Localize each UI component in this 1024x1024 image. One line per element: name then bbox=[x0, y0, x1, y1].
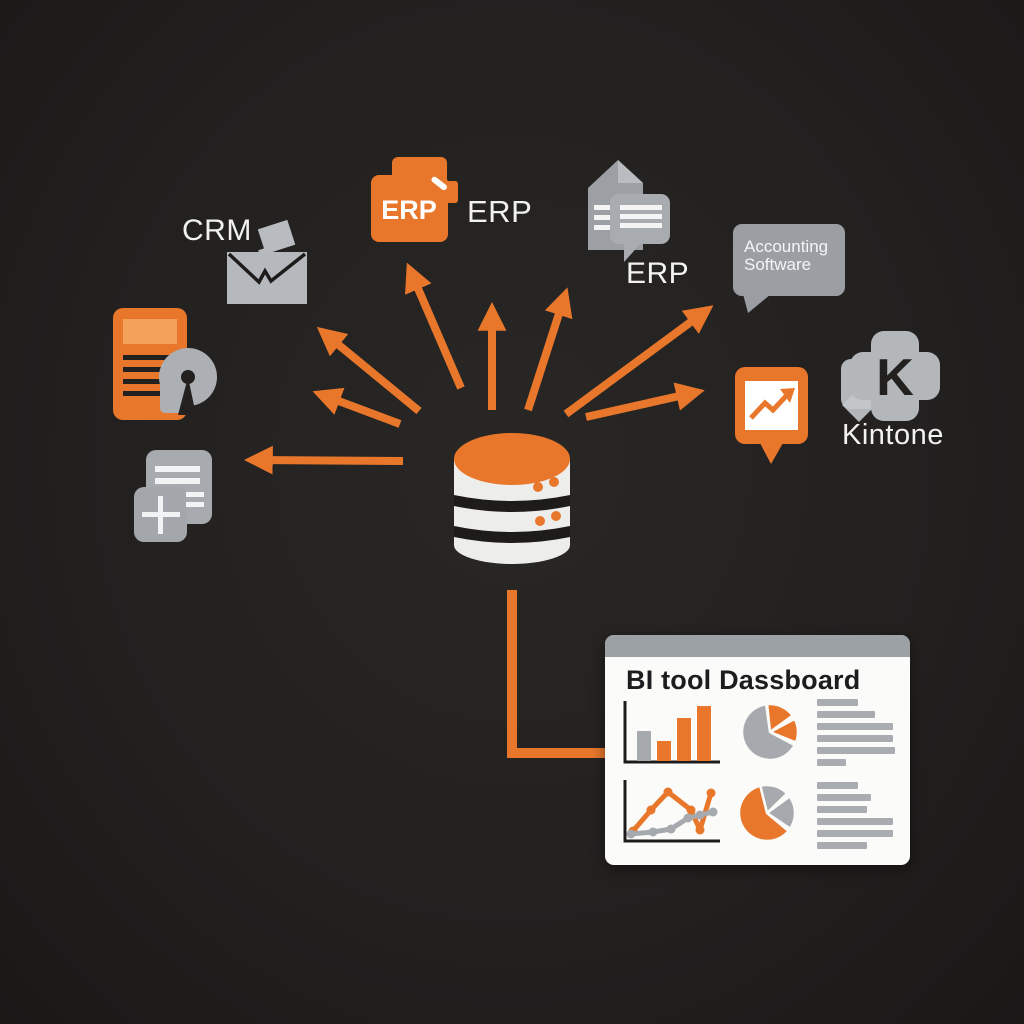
erp-folder-label: ERP bbox=[381, 195, 437, 225]
placeholder-text-line bbox=[817, 794, 871, 801]
placeholder-text-line bbox=[817, 759, 846, 766]
receipt-report-icon bbox=[113, 308, 217, 420]
dashboard-text-block-top bbox=[817, 699, 897, 771]
dashboard-text-block-bottom bbox=[817, 782, 897, 854]
arrow-upright-icon bbox=[524, 287, 573, 412]
arrow-upleft-short-icon bbox=[312, 387, 402, 428]
placeholder-text-line bbox=[817, 699, 858, 706]
placeholder-text-line bbox=[817, 747, 895, 754]
dashboard-title: BI tool Dassboard bbox=[626, 665, 861, 695]
arrow-to-accounting-icon bbox=[563, 305, 714, 418]
crm-label: CRM bbox=[182, 214, 252, 247]
erp-documents-icon bbox=[588, 160, 670, 262]
arrow-upleft-icon bbox=[316, 326, 422, 415]
placeholder-text-line bbox=[817, 723, 893, 730]
bi-dashboard-card: BI tool Dassboard bbox=[605, 635, 910, 865]
placeholder-text-line bbox=[817, 806, 868, 813]
placeholder-text-line bbox=[817, 818, 893, 825]
accounting-software-bubble: Accounting Software bbox=[733, 224, 845, 313]
arrow-right-icon bbox=[585, 382, 705, 421]
dashboard-pie-top bbox=[740, 702, 800, 762]
radiating-arrows bbox=[244, 262, 714, 475]
accounting-label-line1: Accounting bbox=[744, 237, 829, 256]
placeholder-text-line bbox=[817, 782, 858, 789]
accounting-label-line2: Software bbox=[744, 255, 812, 274]
placeholder-text-line bbox=[817, 735, 893, 742]
dashboard-line-chart bbox=[623, 780, 720, 843]
erp-folder-icon: ERP bbox=[371, 157, 458, 242]
trend-chart-bubble-icon bbox=[735, 367, 808, 464]
placeholder-text-line bbox=[817, 830, 893, 837]
kintone-k-letter: K bbox=[876, 349, 914, 407]
placeholder-text-line bbox=[817, 711, 876, 718]
envelope-icon bbox=[227, 219, 307, 304]
kintone-label: Kintone bbox=[842, 419, 944, 451]
dashboard-header-bar bbox=[605, 635, 910, 657]
placeholder-text-line bbox=[817, 842, 867, 849]
dashboard-pie-bottom bbox=[737, 783, 797, 843]
connector-database-to-dashboard bbox=[507, 590, 606, 758]
kintone-icon: K bbox=[841, 331, 940, 422]
database-icon bbox=[454, 433, 570, 564]
arrow-left-icon bbox=[244, 445, 404, 475]
erp-docs-label: ERP bbox=[626, 257, 690, 290]
erp-center-label: ERP bbox=[467, 194, 533, 229]
table-report-icon bbox=[134, 450, 212, 542]
dashboard-bar-chart bbox=[623, 701, 720, 764]
arrow-up-long-icon bbox=[405, 262, 465, 390]
